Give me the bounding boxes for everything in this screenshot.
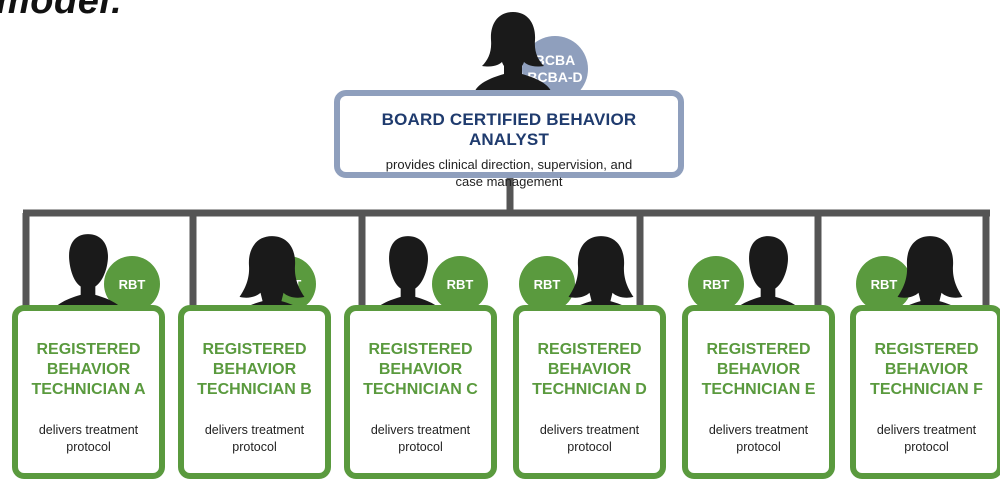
- technician-d-box: REGISTERED BEHAVIOR TECHNICIAN D delivers t…: [513, 305, 666, 479]
- technician-f-description: delivers treatment protocol: [856, 422, 997, 456]
- technician-title-line3: TECHNICIAN D: [532, 381, 647, 398]
- technician-d-title: REGISTERED BEHAVIOR TECHNICIAN D: [519, 340, 660, 400]
- technician-desc-line1: delivers treatment: [708, 423, 809, 437]
- technician-title-line3: TECHNICIAN F: [870, 381, 983, 398]
- technician-desc-line2: protocol: [398, 440, 443, 454]
- technician-f-silhouette-icon: [889, 236, 971, 322]
- technician-e-description: delivers treatment protocol: [688, 422, 829, 456]
- technician-desc-line1: delivers treatment: [876, 423, 977, 437]
- technician-title-line2: BEHAVIOR: [547, 361, 632, 378]
- technician-e-title: REGISTERED BEHAVIOR TECHNICIAN E: [688, 340, 829, 400]
- technician-desc-line2: protocol: [736, 440, 781, 454]
- technician-b-box: REGISTERED BEHAVIOR TECHNICIAN B delivers t…: [178, 305, 331, 479]
- technician-title-line2: BEHAVIOR: [884, 361, 969, 378]
- technician-title-line3: TECHNICIAN B: [197, 381, 312, 398]
- technician-desc-line1: delivers treatment: [370, 423, 471, 437]
- analyst-description: provides clinical direction, supervision…: [385, 157, 633, 189]
- technician-c-silhouette-icon: [367, 236, 449, 322]
- technician-e-silhouette-icon: [727, 236, 809, 322]
- analyst-box: BOARD CERTIFIED BEHAVIOR ANALYST provide…: [334, 90, 684, 189]
- technician-d-description: delivers treatment protocol: [519, 422, 660, 456]
- rbt-badge-c: RBT: [432, 256, 488, 312]
- title-fragment: model:: [0, 0, 124, 22]
- technician-title-line2: BEHAVIOR: [378, 361, 463, 378]
- technician-c-description: delivers treatment protocol: [350, 422, 491, 456]
- rbt-badge-e: RBT: [688, 256, 744, 312]
- technician-c-title: REGISTERED BEHAVIOR TECHNICIAN C: [350, 340, 491, 400]
- technician-title-line1: REGISTERED: [36, 341, 141, 358]
- technician-a-box: REGISTERED BEHAVIOR TECHNICIAN A delivers t…: [12, 305, 165, 479]
- technician-title-line3: TECHNICIAN A: [31, 381, 146, 398]
- technician-e-box: REGISTERED BEHAVIOR TECHNICIAN E delivers t…: [682, 305, 835, 479]
- technician-title-line1: REGISTERED: [874, 341, 979, 358]
- technician-title-line1: REGISTERED: [368, 341, 473, 358]
- technician-title-line1: REGISTERED: [706, 341, 811, 358]
- rbt-badge-f: RBT: [856, 256, 912, 312]
- technician-desc-line2: protocol: [904, 440, 949, 454]
- technician-title-line3: TECHNICIAN C: [363, 381, 478, 398]
- technician-a-title: REGISTERED BEHAVIOR TECHNICIAN A: [18, 340, 159, 400]
- technician-a-silhouette-icon: [47, 234, 129, 320]
- technician-title-line2: BEHAVIOR: [212, 361, 297, 378]
- technician-b-title: REGISTERED BEHAVIOR TECHNICIAN B: [184, 340, 325, 400]
- technician-title-line1: REGISTERED: [202, 341, 307, 358]
- technician-b-description: delivers treatment protocol: [184, 422, 325, 456]
- technician-title-line1: REGISTERED: [537, 341, 642, 358]
- technician-desc-line2: protocol: [66, 440, 111, 454]
- bcba-badge-line2: BCBA-D: [527, 69, 583, 85]
- technician-desc-line1: delivers treatment: [38, 423, 139, 437]
- bcba-badge-line1: BCBA: [534, 52, 576, 68]
- technician-b-silhouette-icon: [231, 236, 313, 322]
- technician-title-line2: BEHAVIOR: [46, 361, 131, 378]
- analyst-silhouette-icon: [474, 12, 552, 94]
- analyst-title: BOARD CERTIFIED BEHAVIOR ANALYST: [381, 110, 637, 149]
- technician-title-line2: BEHAVIOR: [716, 361, 801, 378]
- technician-a-description: delivers treatment protocol: [18, 422, 159, 456]
- technician-desc-line1: delivers treatment: [539, 423, 640, 437]
- technician-f-box: REGISTERED BEHAVIOR TECHNICIAN F delivers t…: [850, 305, 1000, 479]
- technician-title-line3: TECHNICIAN E: [701, 381, 816, 398]
- rbt-badge-d: RBT: [519, 256, 575, 312]
- technician-desc-line2: protocol: [567, 440, 612, 454]
- technician-desc-line1: delivers treatment: [204, 423, 305, 437]
- technician-desc-line2: protocol: [232, 440, 277, 454]
- technician-d-silhouette-icon: [560, 236, 642, 322]
- technician-f-title: REGISTERED BEHAVIOR TECHNICIAN F: [856, 340, 997, 400]
- technician-c-box: REGISTERED BEHAVIOR TECHNICIAN C delivers t…: [344, 305, 497, 479]
